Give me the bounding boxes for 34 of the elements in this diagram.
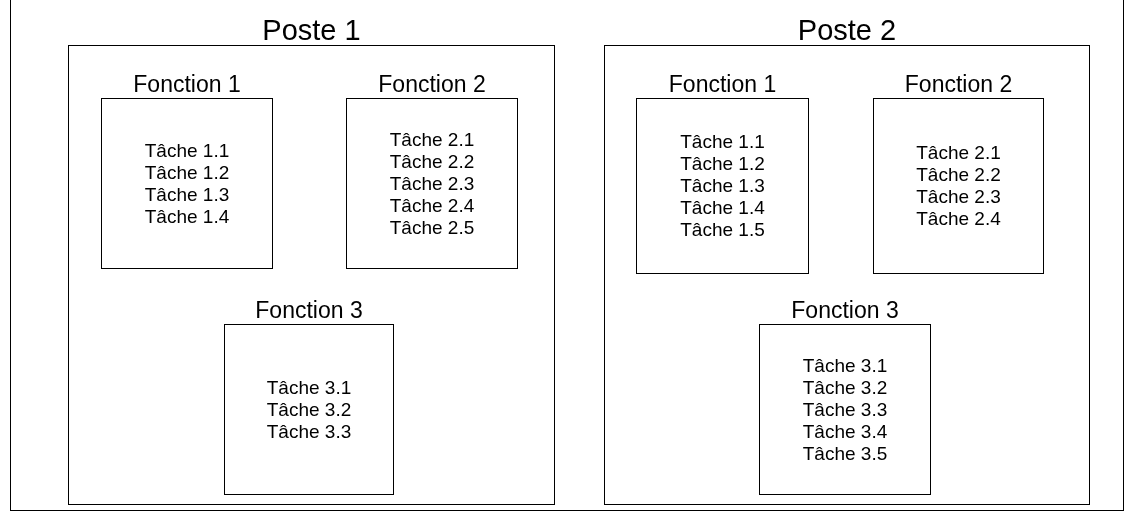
task-label: Tâche 3.2 bbox=[266, 398, 352, 421]
task-label: Tâche 2.4 bbox=[389, 194, 475, 217]
workstation-title: Poste 2 bbox=[797, 14, 897, 45]
task-label: Tâche 3.1 bbox=[802, 354, 888, 377]
task-label: Tâche 2.1 bbox=[916, 142, 1001, 164]
task-label: Tâche 1.1 bbox=[680, 131, 765, 153]
function-heading: Fonction 1 bbox=[133, 71, 241, 96]
function-heading: Fonction 1 bbox=[668, 71, 777, 96]
function-heading: Fonction 2 bbox=[378, 71, 486, 96]
function-heading: Fonction 2 bbox=[904, 71, 1013, 96]
task-label: Tâche 3.3 bbox=[802, 398, 888, 421]
task-label: Tâche 3.1 bbox=[266, 376, 352, 399]
function-heading: Fonction 3 bbox=[791, 297, 899, 322]
task-label: Tâche 2.3 bbox=[389, 172, 475, 195]
task-label: Tâche 3.4 bbox=[802, 420, 888, 443]
task-label: Tâche 1.2 bbox=[144, 161, 230, 184]
task-label: Tâche 2.2 bbox=[389, 150, 475, 173]
task-label: Tâche 1.5 bbox=[680, 219, 765, 241]
task-label: Tâche 3.2 bbox=[802, 376, 888, 399]
task-label: Tâche 1.4 bbox=[144, 205, 230, 228]
task-label: Tâche 1.3 bbox=[144, 183, 230, 206]
task-label: Tâche 2.5 bbox=[389, 216, 475, 239]
task-label: Tâche 2.4 bbox=[916, 208, 1001, 230]
task-label: Tâche 1.3 bbox=[680, 175, 765, 197]
workstation-title: Poste 1 bbox=[262, 14, 361, 45]
task-label: Tâche 3.5 bbox=[802, 442, 888, 465]
task-label: Tâche 1.2 bbox=[680, 153, 765, 175]
task-label: Tâche 3.3 bbox=[266, 420, 352, 443]
task-label: Tâche 1.1 bbox=[144, 139, 230, 162]
task-label: Tâche 2.1 bbox=[389, 128, 475, 151]
task-label: Tâche 2.3 bbox=[916, 186, 1001, 208]
task-label: Tâche 1.4 bbox=[680, 197, 765, 219]
function-heading: Fonction 3 bbox=[255, 297, 363, 322]
task-label: Tâche 2.2 bbox=[916, 164, 1001, 186]
